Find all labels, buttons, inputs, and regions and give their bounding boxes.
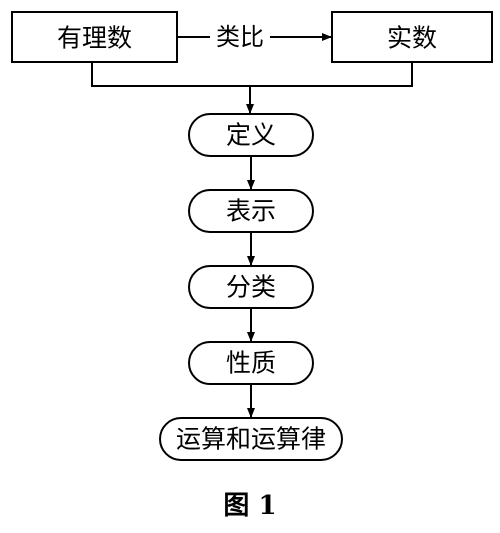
step-properties-label: 性质 [226,349,276,378]
step-classification-label: 分类 [226,273,276,302]
analogy-label: 类比 [216,23,264,51]
step-representation: 表示 [188,189,314,233]
rational-numbers-label: 有理数 [57,24,132,53]
step-classification: 分类 [188,265,314,309]
step-operations: 运算和运算律 [159,417,343,461]
real-numbers-box: 实数 [331,11,493,63]
step-representation-label: 表示 [226,197,276,226]
real-numbers-label: 实数 [387,24,437,53]
step-properties: 性质 [188,341,314,385]
step-definition: 定义 [188,113,314,157]
step-definition-label: 定义 [226,121,276,150]
figure-caption: 图 1 [223,491,276,521]
step-operations-label: 运算和运算律 [176,425,326,454]
rational-numbers-box: 有理数 [11,11,178,63]
merge-bracket [91,62,413,87]
